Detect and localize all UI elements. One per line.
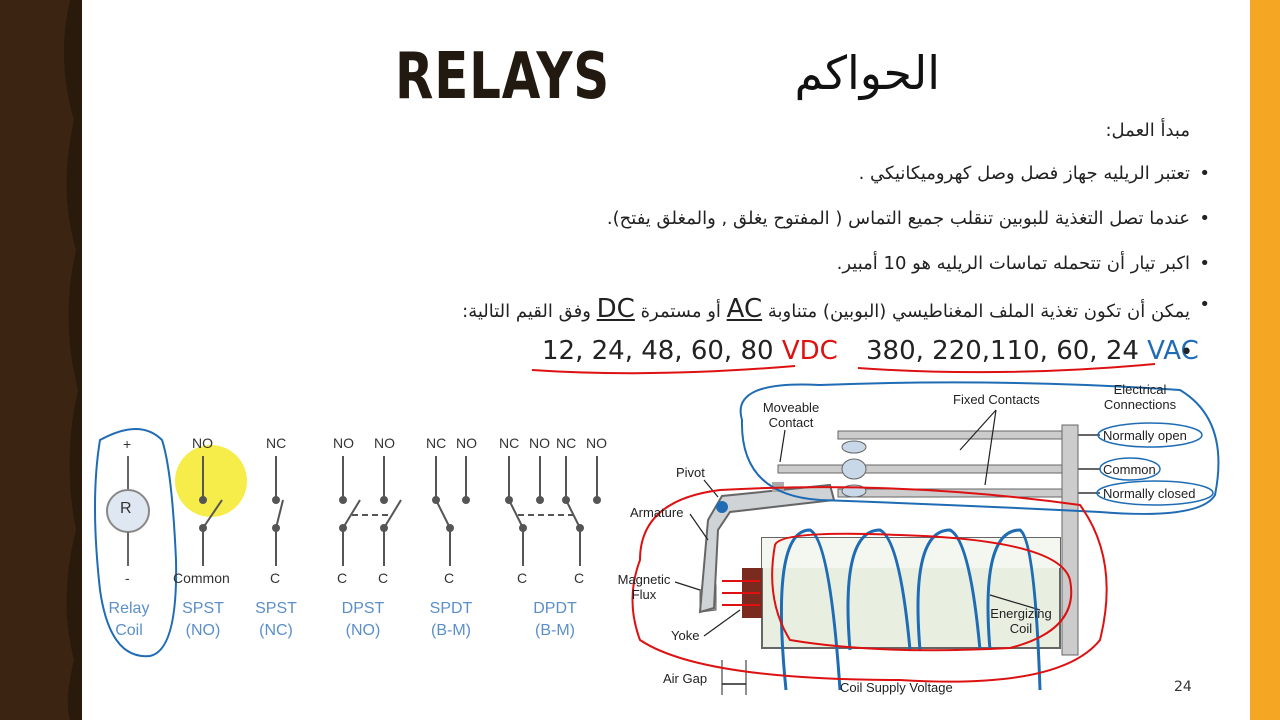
principle-heading: مبدأ العمل: [1105, 120, 1190, 141]
dpdt-pin-c-1: C [517, 570, 528, 586]
bullet-3: اكبر تيار أن تتحمله تماسات الريليه هو 10… [837, 253, 1211, 274]
dpdt-pin-nc-1: NC [499, 435, 520, 451]
spst-no-pin-no: NO [192, 435, 213, 451]
label-normally-open: Normally open [1103, 428, 1187, 443]
dpdt-pin-nc-2: NC [556, 435, 577, 451]
spst-no-pin-common: Common [173, 570, 230, 586]
dpst-pin-no-2: NO [374, 435, 395, 451]
label-armature: Armature [630, 505, 684, 520]
coil-blue-circle [94, 428, 178, 658]
label-normally-closed: Normally closed [1103, 486, 1196, 501]
relay-construction-diagram [631, 381, 1220, 695]
label-pivot: Pivot [676, 465, 705, 480]
gold-border-decoration [1250, 0, 1280, 720]
coil-minus-label: - [125, 570, 130, 586]
label-spdt: SPDT(B-M) [429, 600, 473, 639]
vac-values-line: 380, 220,110, 60, 24 VAC [866, 336, 1199, 366]
values-bullet-marker: • [1180, 340, 1193, 365]
cursor-highlight [175, 445, 247, 517]
label-dpst-no: DPST(NO) [341, 600, 385, 639]
vac-underline [857, 363, 1156, 374]
label-yoke: Yoke [671, 628, 700, 643]
coil-letter: R [120, 500, 132, 517]
bullet-2: عندما تصل التغذية للبوبين تنقلب جميع الت… [607, 208, 1210, 229]
dpdt-pin-c-2: C [574, 570, 585, 586]
spst-nc-symbol [272, 456, 284, 566]
dpst-pin-c-1: C [337, 570, 348, 586]
dpdt-pin-no-1: NO [529, 435, 550, 451]
dpst-no-symbol [339, 456, 402, 566]
bullet-4-part1: يمكن أن تكون تغذية الملف المغناطيسي (الب… [767, 301, 1190, 322]
coil-plus-label: + [123, 436, 132, 452]
slide-title-english: RELAYS [395, 40, 610, 114]
vdc-values: 12, 24, 48, 60, 80 [542, 336, 774, 366]
slide-title-arabic: الحواكم [794, 46, 940, 100]
spst-nc-pin-nc: NC [266, 435, 287, 451]
dpst-pin-c-2: C [378, 570, 389, 586]
vdc-underline [531, 365, 796, 375]
spdt-pin-no: NO [456, 435, 477, 451]
label-spst-nc: SPST(NC) [255, 600, 297, 639]
vac-values: 380, 220,110, 60, 24 [866, 336, 1139, 366]
vdc-values-line: 12, 24, 48, 60, 80 VDC [542, 336, 838, 366]
ac-label: AC [726, 294, 763, 324]
dc-label: DC [596, 294, 635, 324]
page-number: 24 [1174, 679, 1192, 695]
contacts-blue-annotation [739, 381, 1220, 515]
dpdt-pin-no-2: NO [586, 435, 607, 451]
spdt-pin-nc: NC [426, 435, 447, 451]
dpdt-symbol [505, 456, 601, 566]
label-common: Common [1103, 462, 1156, 477]
label-spst-no: SPST(NO) [182, 600, 224, 639]
dpst-pin-no-1: NO [333, 435, 354, 451]
spdt-pin-c: C [444, 570, 455, 586]
label-coil-supply-voltage: Coil Supply Voltage [840, 680, 953, 695]
coil-red-annotation [631, 486, 1108, 683]
spst-nc-pin-c: C [270, 570, 281, 586]
spdt-symbol [432, 456, 470, 566]
label-air-gap: Air Gap [663, 671, 708, 686]
wood-border-decoration [0, 0, 82, 720]
vdc-unit: VDC [781, 336, 838, 366]
vac-unit: VAC [1147, 336, 1199, 366]
label-dpdt: DPDT(B-M) [533, 600, 577, 639]
bullet-4: يمكن أن تكون تغذية الملف المغناطيسي (الب… [462, 294, 1210, 324]
label-fixed-contacts: Fixed Contacts [953, 392, 1040, 407]
spst-no-symbol [199, 456, 223, 566]
bullet-1: تعتبر الريليه جهاز فصل وصل كهروميكانيكي … [859, 163, 1211, 184]
bullet-4-part3: وفق القيم التالية: [462, 301, 591, 322]
bullet-4-part2: أو مستمرة [640, 301, 721, 322]
relay-coil-symbol [106, 456, 150, 566]
